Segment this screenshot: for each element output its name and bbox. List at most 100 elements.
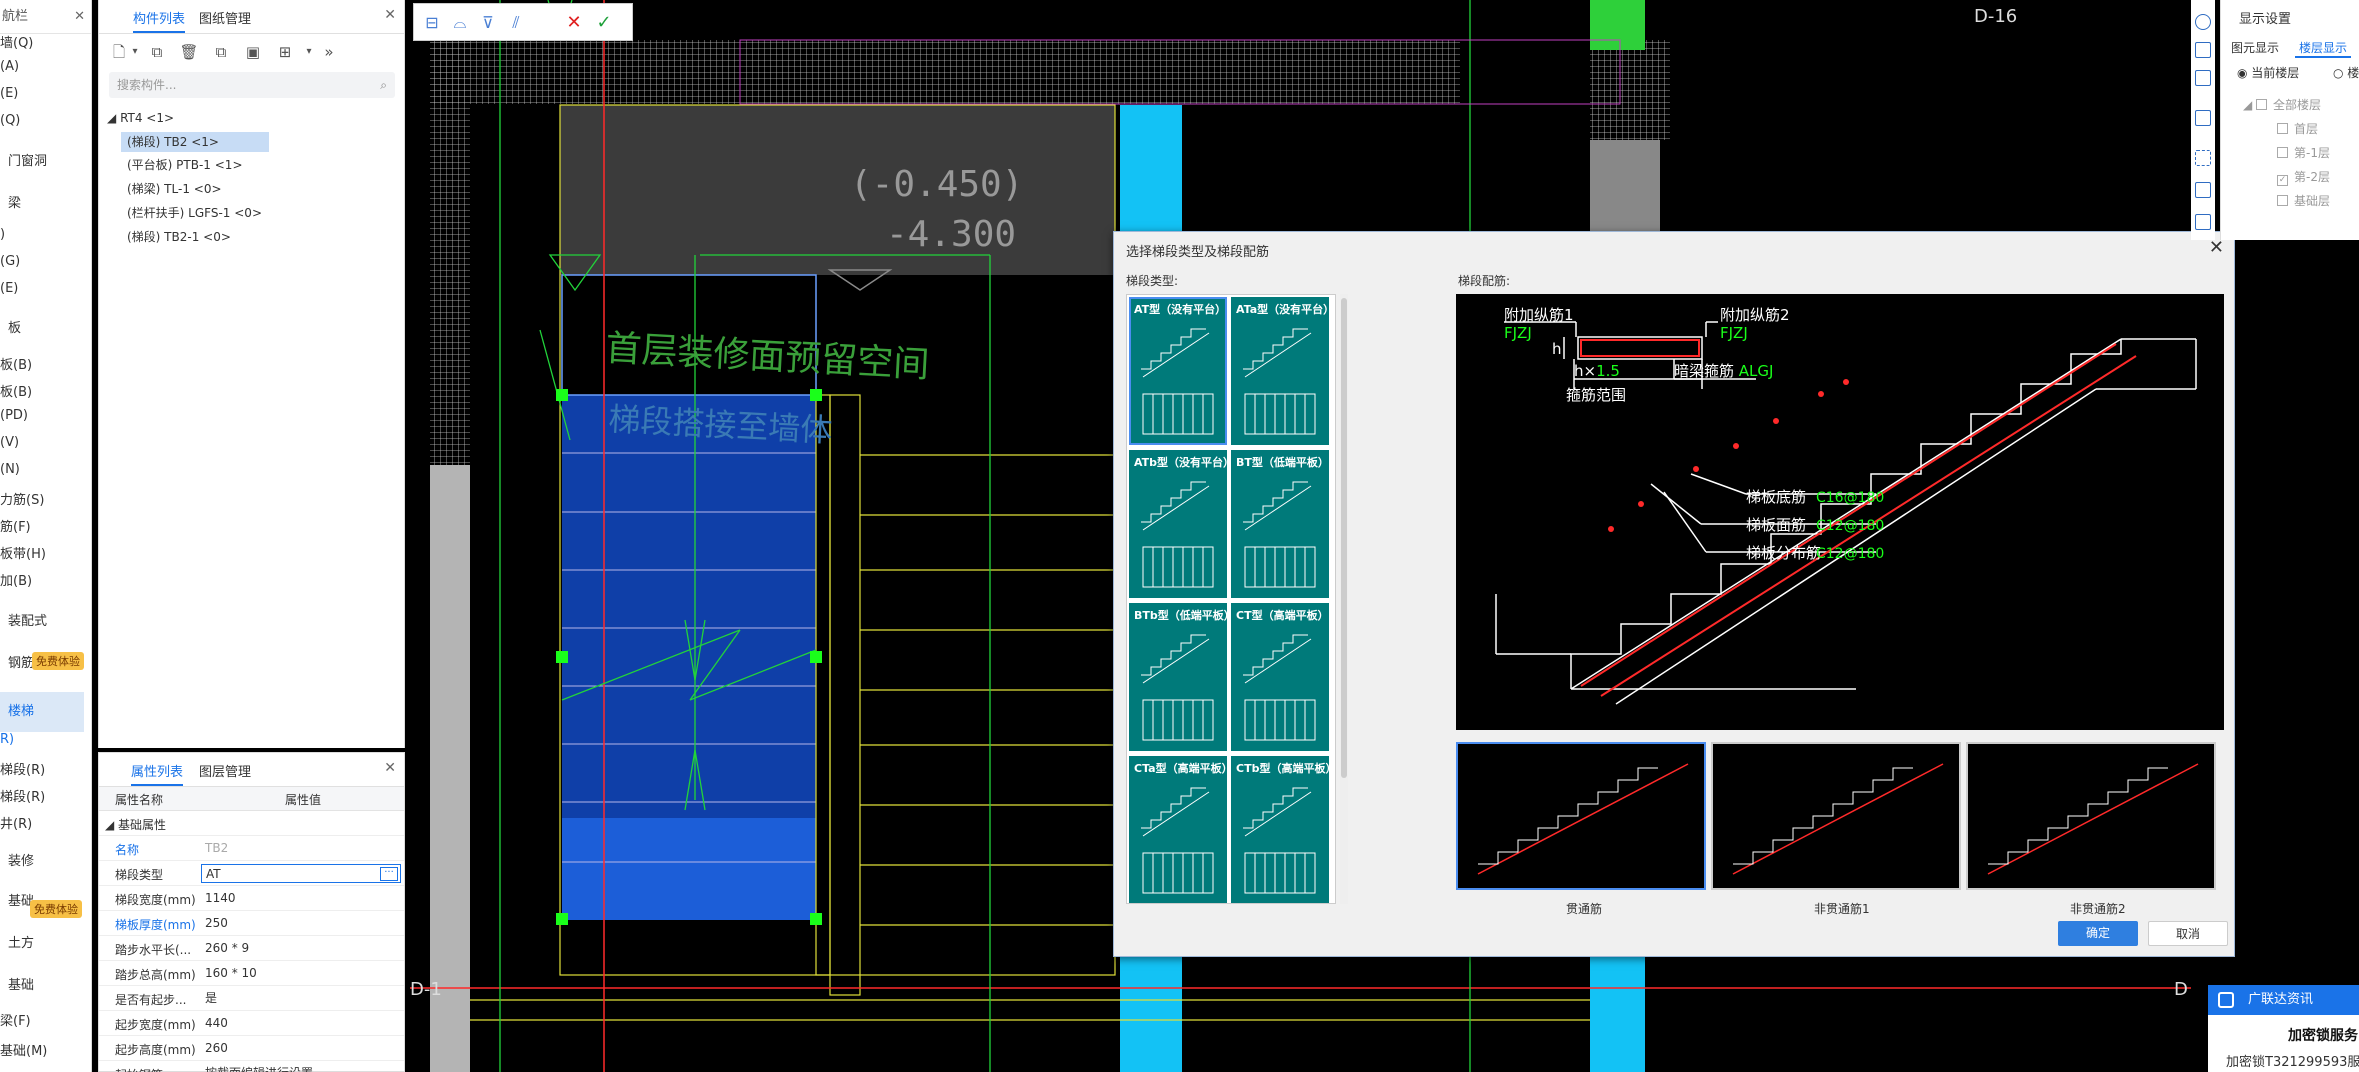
cancel-icon[interactable]: ✕ — [566, 12, 582, 33]
list-icon[interactable] — [2195, 214, 2211, 230]
collapse-icon[interactable]: ◢ — [107, 111, 117, 125]
property-group[interactable]: ◢ 基础属性 — [99, 811, 404, 836]
tab-drawing-management[interactable]: 图纸管理 — [199, 12, 252, 27]
checkbox-floor[interactable]: ✓第-2层 — [2277, 170, 2330, 186]
nav-item[interactable]: 基础 — [8, 978, 35, 993]
checkbox-floor[interactable]: 基础层 — [2277, 192, 2330, 209]
property-value[interactable]: 260 * 9 — [205, 941, 250, 955]
property-value[interactable]: 按截面编辑进行设置 — [201, 1064, 401, 1072]
new-component-icon[interactable]: 🗋 — [112, 43, 126, 61]
checkbox-floor[interactable]: 第-1层 — [2277, 144, 2330, 161]
nav-item[interactable]: 板(B) — [0, 385, 33, 400]
delete-icon[interactable]: 🗑 — [179, 43, 199, 61]
property-value[interactable]: 是 — [205, 991, 218, 1005]
property-row[interactable]: 是否有起步...是 — [99, 986, 404, 1011]
selection-handles[interactable] — [556, 389, 822, 925]
top-view-icon[interactable] — [2195, 70, 2211, 86]
nav-item[interactable]: (E) — [0, 86, 19, 101]
property-value[interactable]: 250 — [205, 916, 228, 930]
property-value[interactable]: 260 — [205, 1041, 228, 1055]
property-row[interactable]: 踏步水平长(...260 * 9 — [99, 936, 404, 961]
chevron-down-icon[interactable]: ▾ — [306, 46, 312, 57]
nav-item[interactable]: 梯段(R) — [0, 763, 46, 778]
tree-item[interactable]: (梯段) TB2-1 <0> — [127, 230, 231, 244]
property-value[interactable]: TB2 — [205, 841, 229, 855]
nav-item[interactable]: 加(B) — [0, 574, 33, 589]
tree-root[interactable]: ◢ RT4 <1> — [107, 111, 175, 125]
nav-item[interactable]: 板(B) — [0, 358, 33, 373]
stair-beam-icon[interactable]: ⊽ — [482, 13, 494, 32]
close-icon[interactable]: ✕ — [384, 760, 396, 776]
settings-icon[interactable] — [2195, 182, 2211, 198]
stair-type-option[interactable]: CTb型（高端平板） — [1231, 756, 1335, 903]
nav-item[interactable]: 梁 — [8, 196, 22, 211]
tree-item[interactable]: (平台板) PTB-1 <1> — [127, 158, 243, 172]
railing-icon[interactable]: ⫽ — [512, 13, 520, 32]
stair-type-option[interactable]: ATb型（没有平台） — [1129, 450, 1234, 598]
tab-component-list[interactable]: 构件列表 — [133, 8, 186, 33]
nav-item[interactable]: 门窗洞 — [8, 154, 48, 169]
nav-item[interactable]: (PD) — [0, 408, 28, 423]
nav-item-stairs[interactable]: 楼梯 — [0, 692, 84, 732]
tree-item[interactable]: (梯段) TB2 <1> — [121, 132, 269, 152]
property-row[interactable]: 踏步总高(mm)160 * 10 — [99, 961, 404, 986]
stair-type-option[interactable]: CT型（高端平板） — [1231, 603, 1329, 751]
more-icon[interactable]: » — [324, 43, 334, 61]
property-value[interactable]: AT··· — [201, 864, 401, 883]
3d-view-icon[interactable] — [2195, 42, 2211, 58]
property-value[interactable]: 1140 — [205, 891, 236, 905]
close-icon[interactable]: ✕ — [74, 9, 85, 24]
chevron-down-icon[interactable]: ▾ — [132, 46, 138, 57]
rotate-view-icon[interactable] — [2195, 14, 2211, 30]
property-row[interactable]: 起步宽度(mm)440 — [99, 1011, 404, 1036]
search-icon[interactable]: ⌕ — [380, 78, 387, 92]
filter-icon[interactable]: ⊞ — [278, 43, 292, 61]
nav-item[interactable]: ) — [0, 227, 6, 242]
close-icon[interactable]: ✕ — [384, 7, 396, 23]
property-row[interactable]: 梯段宽度(mm)1140 — [99, 886, 404, 911]
ellipsis-button[interactable]: ··· — [380, 867, 398, 881]
free-trial-badge[interactable]: 免费体验 — [32, 652, 84, 670]
nav-item[interactable]: 板带(H) — [0, 547, 46, 562]
stair-type-option[interactable]: BT型（低端平板） — [1231, 450, 1329, 598]
tab-property-list[interactable]: 属性列表 — [131, 761, 184, 786]
nav-item[interactable]: 装配式 — [8, 614, 48, 629]
property-value[interactable]: 160 * 10 — [205, 966, 257, 980]
nav-item[interactable]: (Q) — [0, 113, 21, 128]
tree-item[interactable]: (梯梁) TL-1 <0> — [127, 182, 222, 196]
radio-other[interactable]: ○ 楼 — [2333, 66, 2359, 80]
rebar-option-non-through-2[interactable] — [1966, 742, 2216, 890]
news-notification[interactable]: 广联达资讯 加密锁服务 加密锁T321299593服务 — [2208, 985, 2359, 1072]
stair-type-option[interactable]: BTb型（低端平板） — [1129, 603, 1235, 751]
property-row[interactable]: 起步高度(mm)260 — [99, 1036, 404, 1061]
stair-type-option[interactable]: AT型（没有平台） — [1129, 297, 1227, 445]
nav-item[interactable]: 土方 — [8, 936, 35, 951]
stair-flight-icon[interactable]: ⊟ — [425, 13, 439, 32]
nav-item[interactable]: 墙(Q) — [0, 36, 34, 51]
nav-item[interactable]: (V) — [0, 435, 20, 450]
tab-layer-management[interactable]: 图层管理 — [199, 765, 252, 780]
nav-item[interactable]: (N) — [0, 462, 20, 477]
nav-item[interactable]: 筋(F) — [0, 520, 31, 535]
search-input[interactable]: 搜索构件... ⌕ — [109, 72, 395, 98]
radio-current-floor[interactable]: ◉ 当前楼层 — [2237, 66, 2300, 80]
property-row[interactable]: 梯板厚度(mm)250 — [99, 911, 404, 936]
confirm-button[interactable]: 确定 — [2058, 921, 2138, 946]
rebar-option-through[interactable] — [1456, 742, 1706, 890]
nav-item[interactable]: 梁(F) — [0, 1014, 31, 1029]
nav-item[interactable]: 板 — [8, 321, 22, 336]
picture-icon[interactable]: ▣ — [245, 43, 261, 61]
nav-item[interactable]: 梯段(R) — [0, 790, 46, 805]
close-icon[interactable]: ✕ — [2208, 237, 2224, 258]
rebar-option-non-through-1[interactable] — [1711, 742, 1961, 890]
copy-icon[interactable]: ⧉ — [151, 43, 163, 61]
checkbox-floor[interactable]: 首层 — [2277, 120, 2318, 137]
platform-icon[interactable]: ⌓ — [453, 13, 467, 32]
nav-item[interactable]: 装修 — [8, 854, 35, 869]
confirm-icon[interactable]: ✓ — [596, 12, 612, 33]
tree-item[interactable]: (栏杆扶手) LGFS-1 <0> — [127, 206, 262, 220]
nav-item[interactable]: (G) — [0, 254, 21, 269]
free-trial-badge[interactable]: 免费体验 — [30, 900, 82, 918]
